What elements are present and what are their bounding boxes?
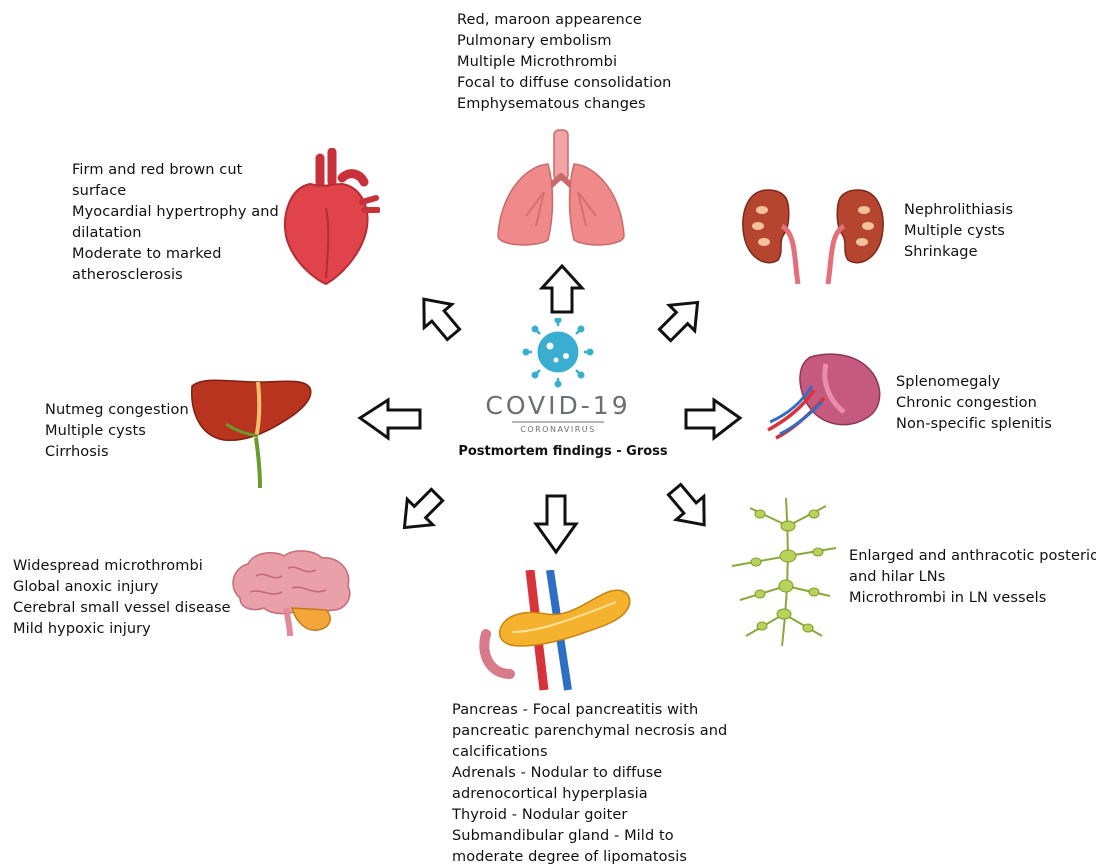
virus-icon xyxy=(523,318,593,387)
spleen-finding: Chronic congestion xyxy=(896,393,1052,414)
heart-finding: Moderate to marked xyxy=(72,244,279,265)
arrow-down-left xyxy=(392,482,450,540)
heart-finding: Myocardial hypertrophy and xyxy=(72,202,279,223)
lung-finding: Focal to diffuse consolidation xyxy=(457,73,671,94)
spleen-findings: Splenomegaly Chronic congestion Non-spec… xyxy=(896,372,1052,435)
pancreas-finding: moderate degree of lipomatosis xyxy=(452,847,727,868)
lymph-node-finding: and hilar LNs xyxy=(849,567,1096,588)
liver-finding: Nutmeg congestion xyxy=(45,400,189,421)
lung-findings: Red, maroon appearence Pulmonary embolis… xyxy=(457,10,671,115)
pancreas-finding: Submandibular gland - Mild to xyxy=(452,826,727,847)
liver-finding: Multiple cysts xyxy=(45,421,189,442)
lung-finding: Red, maroon appearence xyxy=(457,10,671,31)
kidney-finding: Shrinkage xyxy=(904,242,1013,263)
arrow-down xyxy=(536,496,576,552)
arrow-right xyxy=(686,400,740,438)
spleen-icon xyxy=(766,350,888,442)
lungs-icon xyxy=(486,126,636,250)
brain-findings: Widespread microthrombi Global anoxic in… xyxy=(13,556,231,640)
kidney-finding: Nephrolithiasis xyxy=(904,200,1013,221)
pancreas-icon xyxy=(476,570,636,692)
brain-finding: Widespread microthrombi xyxy=(13,556,231,577)
liver-icon xyxy=(186,372,318,490)
pancreas-findings: Pancreas - Focal pancreatitis with pancr… xyxy=(452,700,727,868)
pancreas-finding: Thyroid - Nodular goiter xyxy=(452,805,727,826)
lung-finding: Emphysematous changes xyxy=(457,94,671,115)
lung-finding: Multiple Microthrombi xyxy=(457,52,671,73)
pancreas-finding: adrenocortical hyperplasia xyxy=(452,784,727,805)
kidney-findings: Nephrolithiasis Multiple cysts Shrinkage xyxy=(904,200,1013,263)
brain-finding: Global anoxic injury xyxy=(13,577,231,598)
heart-finding: surface xyxy=(72,181,279,202)
pancreas-finding: Pancreas - Focal pancreatitis with xyxy=(452,700,727,721)
heart-finding: atherosclerosis xyxy=(72,265,279,286)
lymph-node-icon xyxy=(726,496,842,648)
pancreas-finding: calcifications xyxy=(452,742,727,763)
covid-logo: COVID-19 CORONAVIRUS xyxy=(478,318,638,446)
lung-finding: Pulmonary embolism xyxy=(457,31,671,52)
kidney-finding: Multiple cysts xyxy=(904,221,1013,242)
brain-finding: Cerebral small vessel disease xyxy=(13,598,231,619)
liver-finding: Cirrhosis xyxy=(45,442,189,463)
brain-icon xyxy=(226,548,356,636)
heart-finding: dilatation xyxy=(72,223,279,244)
arrow-up xyxy=(542,266,582,312)
brain-finding: Mild hypoxic injury xyxy=(13,619,231,640)
heart-finding: Firm and red brown cut xyxy=(72,160,279,181)
pancreas-finding: Adrenals - Nodular to diffuse xyxy=(452,763,727,784)
covid-title: COVID-19 xyxy=(485,391,630,420)
heart-icon xyxy=(280,148,380,288)
arrow-up-right xyxy=(652,290,710,348)
pancreas-finding: pancreatic parenchymal necrosis and xyxy=(452,721,727,742)
kidneys-icon xyxy=(738,186,888,286)
lymph-node-findings: Enlarged and anthracotic posterior and h… xyxy=(849,546,1096,609)
spleen-finding: Splenomegaly xyxy=(896,372,1052,393)
lymph-node-finding: Microthrombi in LN vessels xyxy=(849,588,1096,609)
lymph-node-finding: Enlarged and anthracotic posterior xyxy=(849,546,1096,567)
covid-subtitle: CORONAVIRUS xyxy=(520,425,596,434)
arrow-down-right xyxy=(661,478,718,536)
center-caption: Postmortem findings - Gross xyxy=(448,444,678,459)
arrow-left xyxy=(360,400,420,438)
spleen-finding: Non-specific splenitis xyxy=(896,414,1052,435)
heart-findings: Firm and red brown cut surface Myocardia… xyxy=(72,160,279,286)
arrow-up-left xyxy=(410,288,467,346)
liver-findings: Nutmeg congestion Multiple cysts Cirrhos… xyxy=(45,400,189,463)
